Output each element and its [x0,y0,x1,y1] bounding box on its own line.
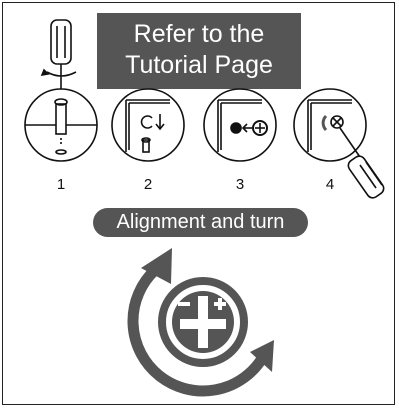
step-number-1: 1 [56,176,66,193]
rotate-arrow-icon [127,266,268,397]
plus-minus-dial-icon [158,277,248,367]
rotate-arrow-icon [46,71,77,77]
screwdriver-icon [339,127,385,199]
step-number-4: 4 [325,176,335,193]
screwdriver-icon [50,19,72,98]
step-number-3: 3 [235,176,245,193]
banner-line-1: Refer to the [133,20,265,48]
alignment-caption: Alignment and turn [93,208,308,237]
step-4-illustration [293,88,385,199]
step-3-illustration [203,88,277,162]
step-2-illustration [111,88,185,162]
tutorial-banner: Refer to the Tutorial Page [97,13,301,89]
step-1-illustration [24,19,98,162]
step-number-2: 2 [143,176,153,193]
banner-line-2: Tutorial Page [125,51,273,79]
alignment-turn-illustration [127,248,274,397]
